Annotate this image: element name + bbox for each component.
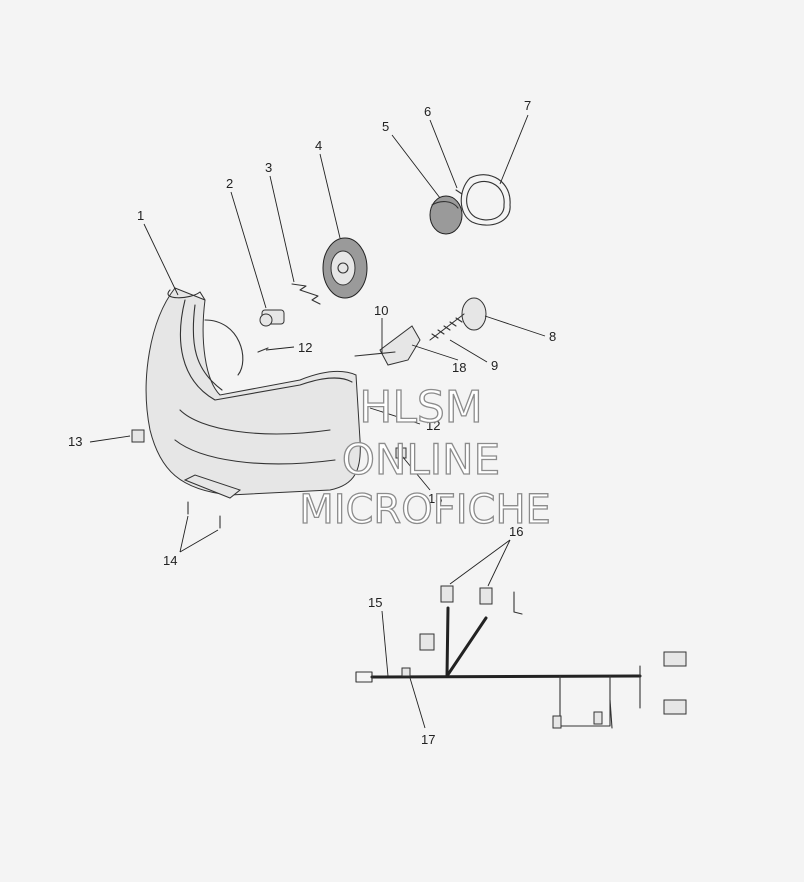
- watermark-line-3: MICROFICHE: [299, 487, 551, 533]
- leader-lines: [89, 114, 546, 729]
- callout-12-upper: 12: [298, 340, 312, 355]
- callout-8: 8: [549, 329, 556, 344]
- bolts-14: [187, 501, 221, 529]
- wire-harness: [355, 585, 687, 729]
- watermark-line-1: HLSM: [359, 382, 483, 433]
- retaining-clip: [291, 283, 321, 305]
- callout-9: 9: [491, 358, 498, 373]
- adjuster-assembly: [429, 297, 487, 341]
- small-screw: [455, 189, 463, 195]
- callout-2: 2: [226, 176, 233, 191]
- clip-13: [131, 429, 407, 459]
- callout-15: 15: [368, 595, 382, 610]
- screw-12: [257, 347, 369, 403]
- callout-labels: 1 2 3 4 5 6 7 8 9 10 12 12 13 13 14 15 1…: [68, 98, 556, 747]
- callout-13-right: 13: [428, 491, 442, 506]
- watermark: HLSM ONLINE MICROFICHE: [299, 381, 552, 533]
- callout-1: 1: [137, 208, 144, 223]
- callout-6: 6: [424, 104, 431, 119]
- callout-14: 14: [163, 553, 177, 568]
- callout-13-left: 13: [68, 434, 82, 449]
- lamp-gasket: [460, 174, 511, 226]
- callout-3: 3: [265, 160, 272, 175]
- headlight-housing: [145, 287, 361, 499]
- callout-4: 4: [315, 138, 322, 153]
- callout-7: 7: [524, 98, 531, 113]
- callout-16: 16: [509, 524, 523, 539]
- callout-10: 10: [374, 303, 388, 318]
- headlight-bulb: [259, 309, 285, 327]
- dust-cap: [322, 237, 368, 299]
- callout-18: 18: [452, 360, 466, 375]
- callout-17: 17: [421, 732, 435, 747]
- position-lamp: [429, 195, 463, 235]
- watermark-line-2: ONLINE: [342, 435, 500, 484]
- callout-12-lower: 12: [426, 418, 440, 433]
- callout-5: 5: [382, 119, 389, 134]
- mounting-bracket: [354, 325, 421, 366]
